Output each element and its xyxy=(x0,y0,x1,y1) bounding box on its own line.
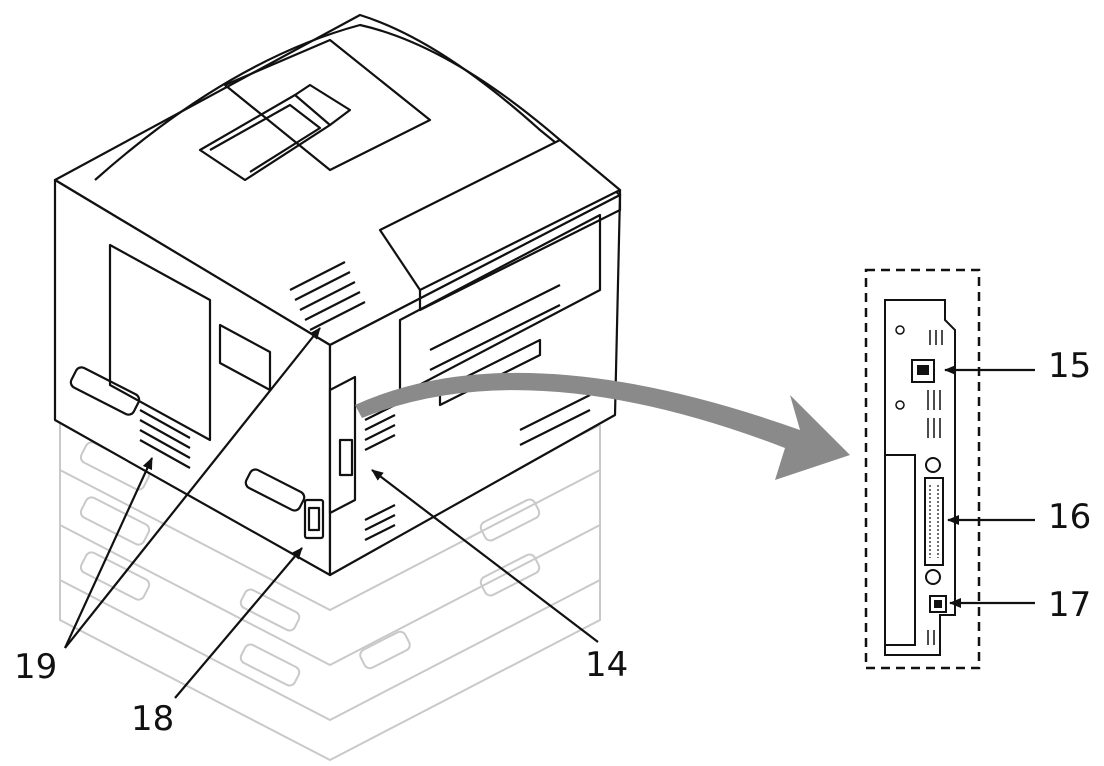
callout-15: 15 xyxy=(1048,346,1092,386)
callout-19: 19 xyxy=(14,647,58,687)
printer-body xyxy=(53,13,622,577)
paper-trays-faded xyxy=(59,419,601,762)
leader-lines xyxy=(63,327,1035,699)
leader-14 xyxy=(371,469,599,643)
callout-17: 17 xyxy=(1048,585,1092,625)
leader-18 xyxy=(174,547,303,699)
callout-14: 14 xyxy=(585,645,629,685)
detail-arrow xyxy=(355,372,850,480)
leader-19b xyxy=(63,457,154,649)
callout-18: 18 xyxy=(131,699,175,739)
callout-16: 16 xyxy=(1048,497,1092,537)
leader-19a xyxy=(64,327,321,649)
connector-panel-detail xyxy=(864,268,981,670)
